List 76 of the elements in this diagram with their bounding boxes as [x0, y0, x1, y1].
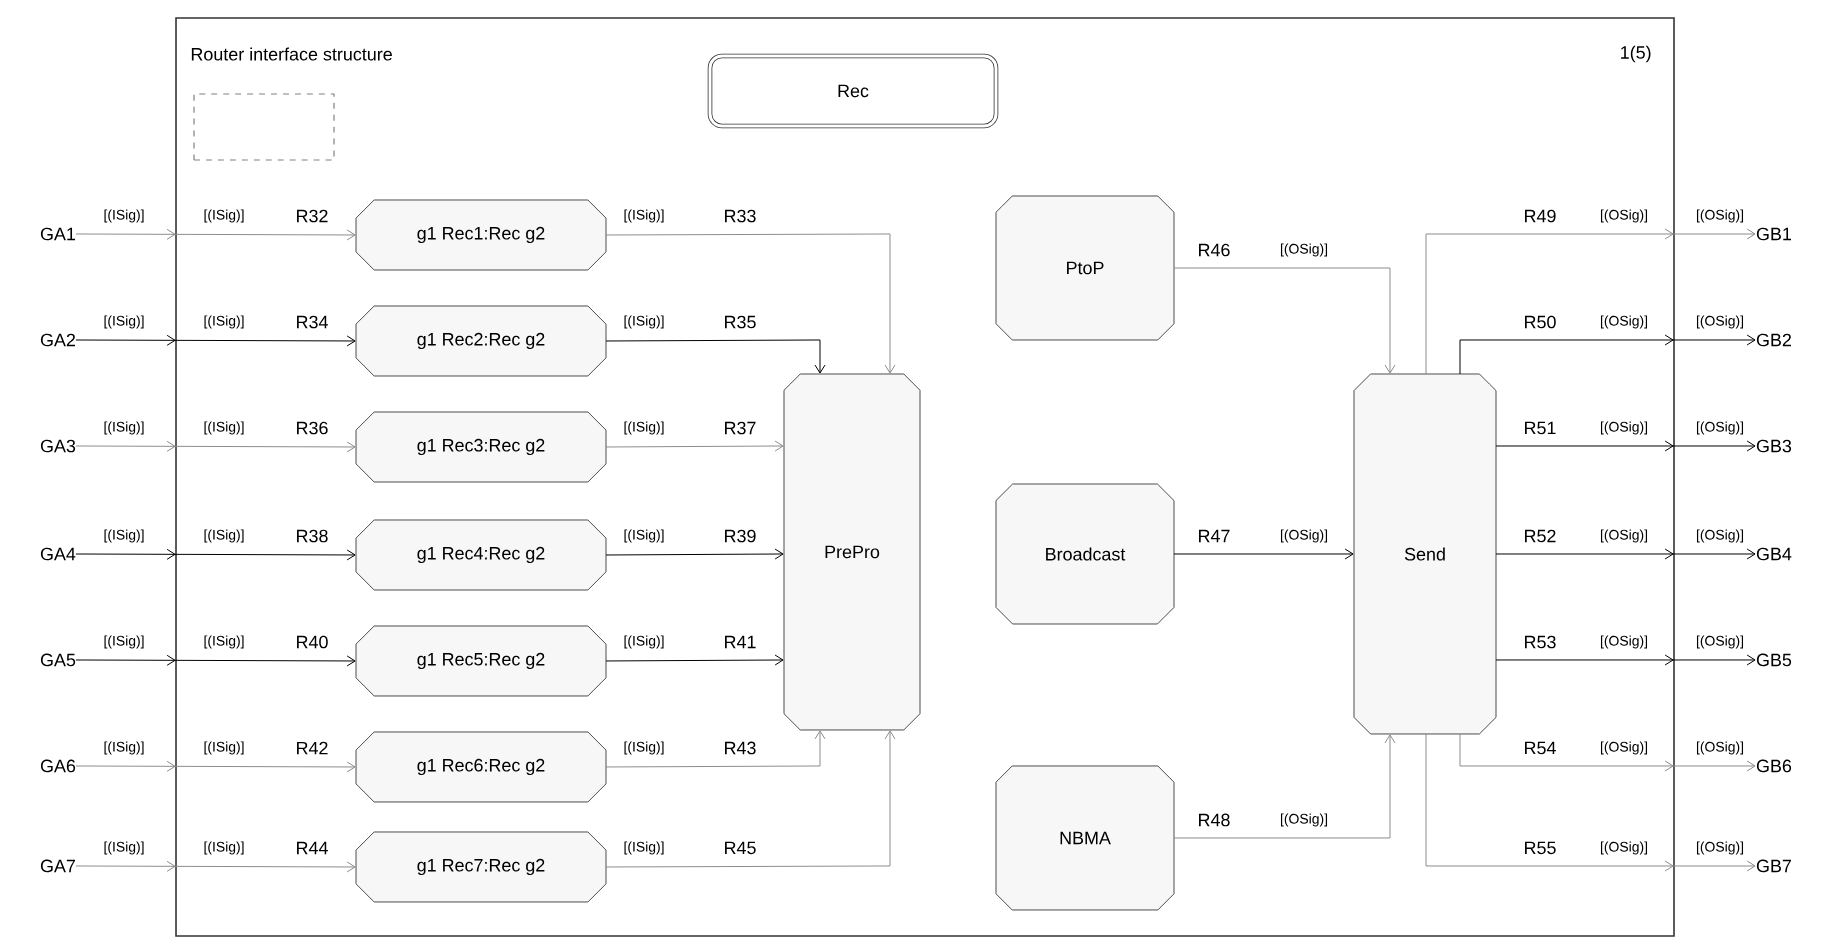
edge-label: R50 — [1525, 315, 1556, 329]
edge-label: R52 — [1525, 529, 1556, 543]
process-box: PrePro — [783, 373, 921, 731]
edge-label: R53 — [1525, 635, 1556, 649]
edge-label: R46 — [1199, 243, 1230, 257]
edge-label: R36 — [297, 421, 328, 435]
edge-label: R47 — [1199, 529, 1230, 543]
arrow — [1459, 334, 1756, 375]
edge-label: R32 — [297, 209, 328, 223]
arrow — [1173, 548, 1354, 560]
arrow — [605, 440, 784, 452]
arrow — [75, 440, 356, 453]
edge-label: R49 — [1525, 209, 1556, 223]
edge-label: R41 — [725, 635, 756, 649]
edge-label: R44 — [297, 841, 328, 855]
dashed-symbol — [193, 93, 335, 161]
arrow — [1425, 733, 1756, 872]
gate-label: GA7 — [40, 859, 75, 873]
gate-label: GB7 — [1756, 859, 1791, 873]
gate-label: GA4 — [40, 547, 76, 561]
arrow — [75, 548, 356, 561]
process-box: NBMA — [995, 765, 1175, 911]
arrow — [1425, 228, 1756, 375]
arrow — [75, 334, 356, 347]
gate-label: GB1 — [1756, 227, 1791, 241]
process-box: Send — [1353, 373, 1497, 735]
gate-label: GB4 — [1756, 547, 1792, 561]
arrow — [605, 730, 896, 868]
edge-label: R35 — [725, 315, 756, 329]
block-type-box: Rec — [707, 53, 999, 129]
process-box: Broadcast — [995, 483, 1175, 625]
edge-label: R55 — [1525, 841, 1556, 855]
gate-label: GB2 — [1756, 333, 1791, 347]
arrow — [75, 860, 356, 873]
arrow — [1459, 733, 1756, 772]
edge-label: R38 — [297, 529, 328, 543]
edge-label: R37 — [725, 421, 756, 435]
arrow — [75, 760, 356, 773]
arrow — [1173, 734, 1396, 839]
gate-label: GA3 — [40, 439, 76, 453]
edge-label: R51 — [1525, 421, 1556, 435]
process-box: g1 Rec4:Rec g2 — [355, 519, 607, 591]
gate-label: GB3 — [1756, 439, 1792, 453]
arrow — [1495, 548, 1756, 560]
arrow — [75, 228, 356, 241]
process-box: g1 Rec3:Rec g2 — [355, 411, 607, 483]
gate-label: GB6 — [1756, 759, 1792, 773]
process-box: g1 Rec6:Rec g2 — [355, 731, 607, 803]
process-box: g1 Rec1:Rec g2 — [355, 199, 607, 271]
edge-label: R43 — [725, 741, 756, 755]
edge-label: R33 — [725, 209, 756, 223]
arrow — [75, 654, 356, 667]
gate-label: GB5 — [1756, 653, 1792, 667]
edge-label: R40 — [297, 635, 328, 649]
process-box: g1 Rec5:Rec g2 — [355, 625, 607, 697]
edge-label: R45 — [725, 841, 756, 855]
gate-label: GA2 — [40, 333, 75, 347]
arrow — [1495, 440, 1756, 452]
process-box: PtoP — [995, 195, 1175, 341]
edge-label: R54 — [1525, 741, 1556, 755]
edge-label: R39 — [725, 529, 756, 543]
process-box: g1 Rec7:Rec g2 — [355, 831, 607, 903]
arrow — [605, 339, 826, 374]
gate-label: GA1 — [40, 227, 76, 241]
edge-label: R42 — [297, 741, 328, 755]
gate-label: GA6 — [40, 759, 76, 773]
arrow — [605, 730, 826, 768]
arrow — [605, 654, 784, 666]
arrow — [605, 233, 896, 374]
process-box: g1 Rec2:Rec g2 — [355, 305, 607, 377]
gate-label: GA5 — [40, 653, 76, 667]
edge-label: R48 — [1199, 813, 1230, 827]
arrow — [605, 548, 784, 560]
arrow — [1495, 654, 1756, 666]
edge-label: R34 — [297, 315, 328, 329]
arrow — [1173, 267, 1396, 374]
